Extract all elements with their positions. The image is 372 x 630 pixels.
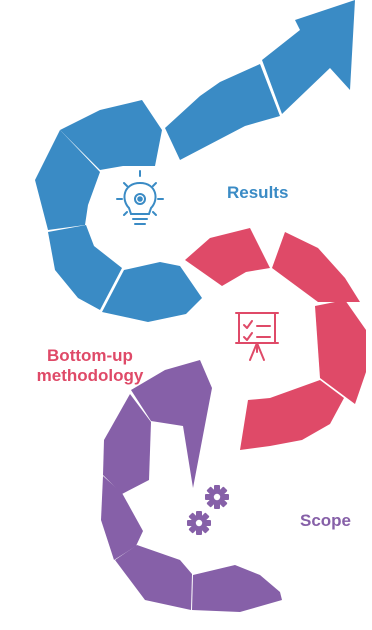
results-label: Results xyxy=(227,183,289,202)
results-arrowhead xyxy=(262,0,355,114)
gears-icon xyxy=(187,485,229,535)
results-segment-3 xyxy=(48,225,122,310)
scope-ring xyxy=(101,360,282,612)
scope-segment-2 xyxy=(103,394,151,494)
results-ring xyxy=(35,0,355,322)
scope-label: Scope xyxy=(300,511,352,530)
methodology-ring xyxy=(185,228,366,450)
results-segment-2 xyxy=(35,130,100,230)
scope-segment-4 xyxy=(115,545,192,610)
methodology-label-line-2: methodology xyxy=(36,366,144,385)
methodology-segment-1 xyxy=(185,228,270,286)
results-segment-1 xyxy=(60,100,162,170)
scope-segment-5 xyxy=(192,565,282,612)
methodology-segment-3 xyxy=(315,300,366,404)
lightbulb-gear-icon xyxy=(116,170,164,225)
methodology-segment-4 xyxy=(240,380,344,450)
bottom-up-methodology-label: Bottom-up methodology xyxy=(6,346,174,386)
scope-segment-1 xyxy=(131,360,212,488)
presentation-board-icon xyxy=(235,312,279,361)
methodology-segment-2 xyxy=(272,232,360,302)
methodology-label-line-1: Bottom-up xyxy=(47,346,133,365)
results-segment-4 xyxy=(102,262,202,322)
results-segment-5 xyxy=(165,64,280,160)
scope-segment-3 xyxy=(101,476,143,560)
